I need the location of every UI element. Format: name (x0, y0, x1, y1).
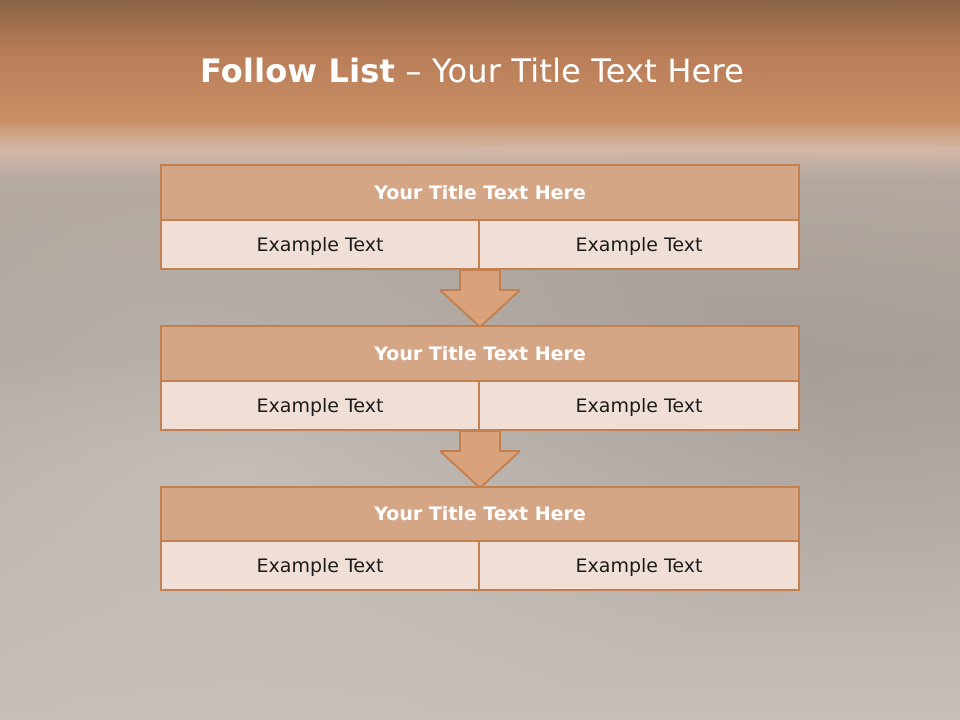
block-row: Example Text Example Text (160, 382, 800, 431)
block-cell-right[interactable]: Example Text (480, 382, 800, 431)
block-cell-left[interactable]: Example Text (160, 221, 480, 270)
slide-title-rest: – Your Title Text Here (395, 52, 745, 90)
block-title[interactable]: Your Title Text Here (160, 325, 800, 382)
list-block-3: Your Title Text Here Example Text Exampl… (160, 486, 800, 591)
list-block-2: Your Title Text Here Example Text Exampl… (160, 325, 800, 431)
block-cell-left[interactable]: Example Text (160, 542, 480, 591)
list-block-1: Your Title Text Here Example Text Exampl… (160, 164, 800, 270)
block-title[interactable]: Your Title Text Here (160, 486, 800, 542)
block-cell-right[interactable]: Example Text (480, 221, 800, 270)
down-arrow-icon (440, 431, 520, 489)
block-row: Example Text Example Text (160, 542, 800, 591)
slide-title-bold: Follow List (199, 52, 396, 90)
down-arrow-icon (440, 270, 520, 328)
block-cell-left[interactable]: Example Text (160, 382, 480, 431)
block-title[interactable]: Your Title Text Here (160, 164, 800, 221)
slide-title: Follow List – Your Title Text Here (0, 52, 944, 90)
block-row: Example Text Example Text (160, 221, 800, 270)
block-cell-right[interactable]: Example Text (480, 542, 800, 591)
